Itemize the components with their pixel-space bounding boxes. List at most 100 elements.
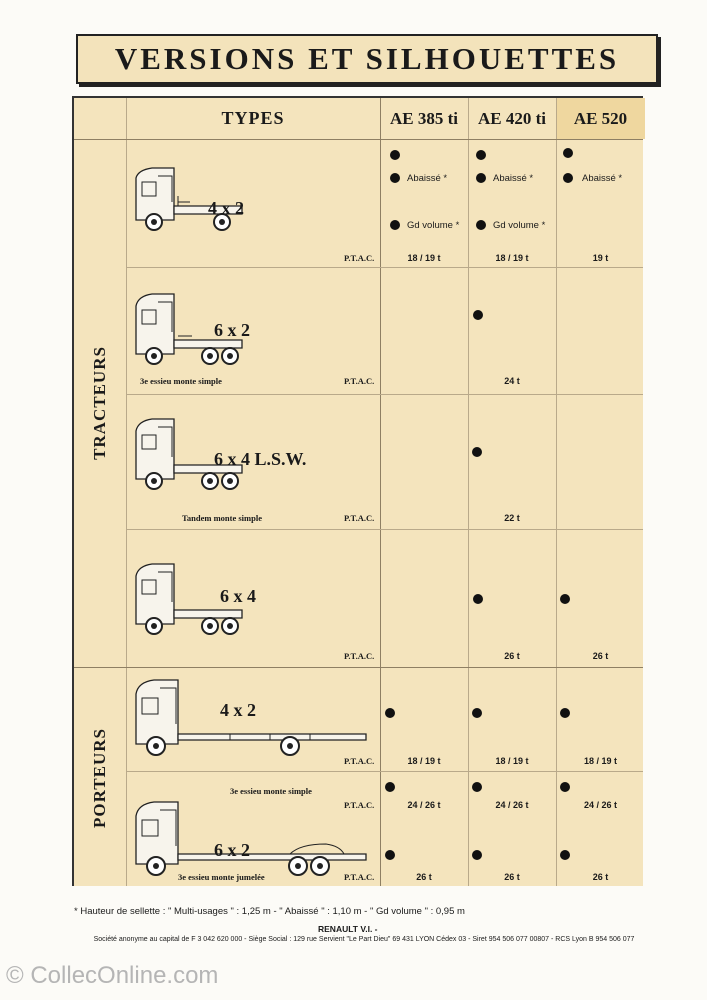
watermark: © CollecOnline.com bbox=[6, 960, 218, 992]
ptac-label: P.T.A.C. bbox=[344, 872, 375, 882]
cell-ae420ti: 24 t bbox=[468, 268, 556, 394]
cell-ae385ti: 24 / 26 t 26 t bbox=[380, 772, 468, 888]
availability-dot bbox=[476, 150, 486, 160]
truck-rigid-6x2-icon bbox=[135, 801, 367, 876]
weight-value-top: 24 / 26 t bbox=[583, 800, 618, 810]
ptac-label: P.T.A.C. bbox=[344, 376, 375, 386]
row-porteur-4x2: 4 x 2 P.T.A.C. 18 / 19 t 18 / 19 t 18 / … bbox=[126, 668, 645, 771]
config-label: 4 x 2 bbox=[208, 198, 244, 218]
availability-dot bbox=[472, 447, 482, 457]
weight-value: 19 t bbox=[592, 253, 609, 263]
company-name: RENAULT V.I. - bbox=[318, 924, 378, 934]
weight-value: 26 t bbox=[592, 651, 609, 661]
weight-value: 18 / 19 t bbox=[407, 253, 441, 263]
availability-dot bbox=[560, 782, 570, 792]
header-ae420ti: AE 420 ti bbox=[478, 108, 546, 128]
row-tracteur-6x4-lsw: 6 x 4 L.S.W. Tandem monte simple P.T.A.C… bbox=[126, 395, 645, 529]
availability-dot bbox=[476, 173, 486, 183]
divider bbox=[556, 98, 557, 886]
option-label: Abaissé * bbox=[582, 173, 623, 184]
cell-ae420ti: 18 / 19 t bbox=[468, 668, 556, 771]
cell-ae520: 18 / 19 t bbox=[556, 668, 645, 771]
availability-dot bbox=[473, 594, 483, 604]
weight-value: 26 t bbox=[504, 872, 520, 882]
ptac-label: P.T.A.C. bbox=[344, 651, 375, 661]
header-ae520: AE 520 bbox=[573, 108, 628, 128]
truck-tractor-6x4-icon bbox=[135, 563, 243, 635]
cell-ae520: 24 / 26 t 26 t bbox=[556, 772, 645, 888]
truck-tractor-6x4-lsw-icon bbox=[135, 418, 243, 490]
row-porteur-6x2: 3e essieu monte simple P.T.A.C. 6 x 2 3e… bbox=[126, 772, 645, 888]
cell-ae385ti: Abaissé * Gd volume * 18 / 19 t bbox=[380, 140, 468, 267]
cell-ae520: 26 t bbox=[556, 530, 645, 667]
option-label: Abaissé * bbox=[407, 173, 448, 184]
divider bbox=[380, 98, 381, 886]
weight-value-top: 24 / 26 t bbox=[495, 800, 529, 810]
ptac-label: P.T.A.C. bbox=[344, 756, 375, 766]
option-label: Abaissé * bbox=[493, 173, 534, 184]
page-title: VERSIONS ET SILHOUETTES bbox=[114, 41, 620, 76]
weight-value: 18 / 19 t bbox=[583, 756, 618, 766]
axle-note: Tandem monte simple bbox=[182, 513, 262, 523]
availability-dot bbox=[563, 173, 573, 183]
cell-ae420ti: 22 t bbox=[468, 395, 556, 529]
availability-dot bbox=[473, 310, 483, 320]
weight-value: 18 / 19 t bbox=[407, 756, 441, 766]
axle-note-top: 3e essieu monte simple bbox=[230, 786, 312, 796]
header-types: TYPES bbox=[221, 108, 285, 128]
config-label: 6 x 2 bbox=[214, 840, 250, 860]
option-label: Gd volume * bbox=[407, 220, 460, 231]
availability-dot bbox=[472, 782, 482, 792]
divider bbox=[126, 771, 643, 772]
axle-note: 3e essieu monte jumelée bbox=[178, 872, 265, 882]
truck-tractor-4x2-icon bbox=[135, 167, 243, 231]
availability-dot bbox=[563, 148, 573, 158]
row-tracteur-6x4: 6 x 4 P.T.A.C. 26 t 26 t bbox=[126, 530, 645, 667]
cell-ae520: Abaissé * 19 t bbox=[556, 140, 645, 267]
availability-dot bbox=[560, 594, 570, 604]
config-label: 6 x 4 L.S.W. bbox=[214, 449, 307, 469]
group-porteurs-label: PORTEURS bbox=[90, 727, 110, 828]
ptac-label-top: P.T.A.C. bbox=[344, 800, 375, 810]
versions-table: TYPES AE 385 ti AE 420 ti AE 520 TRACTEU… bbox=[72, 96, 645, 888]
legal-text: Société anonyme au capital de F 3 042 62… bbox=[93, 936, 635, 943]
ptac-label: P.T.A.C. bbox=[344, 513, 375, 523]
divider bbox=[468, 98, 469, 886]
divider bbox=[74, 667, 643, 668]
watermark-text: © CollecOnline.com bbox=[6, 962, 219, 989]
availability-dot bbox=[476, 220, 486, 230]
availability-dot bbox=[390, 150, 400, 160]
cell-ae420ti: 26 t bbox=[468, 530, 556, 667]
group-tracteurs-label: TRACTEURS bbox=[90, 346, 110, 460]
availability-dot bbox=[472, 850, 482, 860]
availability-dot bbox=[390, 173, 400, 183]
truck-rigid-4x2-icon bbox=[135, 679, 367, 756]
header-ae385ti: AE 385 ti bbox=[390, 108, 458, 128]
axle-note: 3e essieu monte simple bbox=[140, 376, 222, 386]
header-highlight bbox=[556, 98, 645, 139]
availability-dot bbox=[560, 708, 570, 718]
option-label: Gd volume * bbox=[493, 220, 546, 231]
availability-dot bbox=[472, 708, 482, 718]
title-banner: VERSIONS ET SILHOUETTES bbox=[76, 34, 658, 84]
weight-value: 26 t bbox=[416, 872, 432, 882]
config-label: 4 x 2 bbox=[220, 700, 256, 720]
row-tracteur-4x2: 4 x 2 P.T.A.C. Abaissé * Gd volume * 18 … bbox=[126, 140, 645, 267]
availability-dot bbox=[560, 850, 570, 860]
cell-ae420ti: 24 / 26 t 26 t bbox=[468, 772, 556, 888]
row-tracteur-6x2: 6 x 2 3e essieu monte simple P.T.A.C. 24… bbox=[126, 268, 645, 394]
divider bbox=[126, 529, 643, 530]
footnote: * Hauteur de sellette : " Multi-usages "… bbox=[74, 906, 465, 917]
weight-value: 18 / 19 t bbox=[495, 253, 529, 263]
availability-dot bbox=[385, 850, 395, 860]
group-tracteurs: TRACTEURS bbox=[74, 139, 126, 667]
availability-dot bbox=[390, 220, 400, 230]
group-porteurs: PORTEURS bbox=[74, 667, 126, 888]
availability-dot bbox=[385, 782, 395, 792]
weight-value: 18 / 19 t bbox=[495, 756, 529, 766]
config-label: 6 x 2 bbox=[214, 320, 250, 340]
availability-dot bbox=[385, 708, 395, 718]
weight-value: 26 t bbox=[504, 651, 520, 661]
weight-value: 24 t bbox=[504, 376, 520, 386]
weight-value: 26 t bbox=[592, 872, 609, 882]
